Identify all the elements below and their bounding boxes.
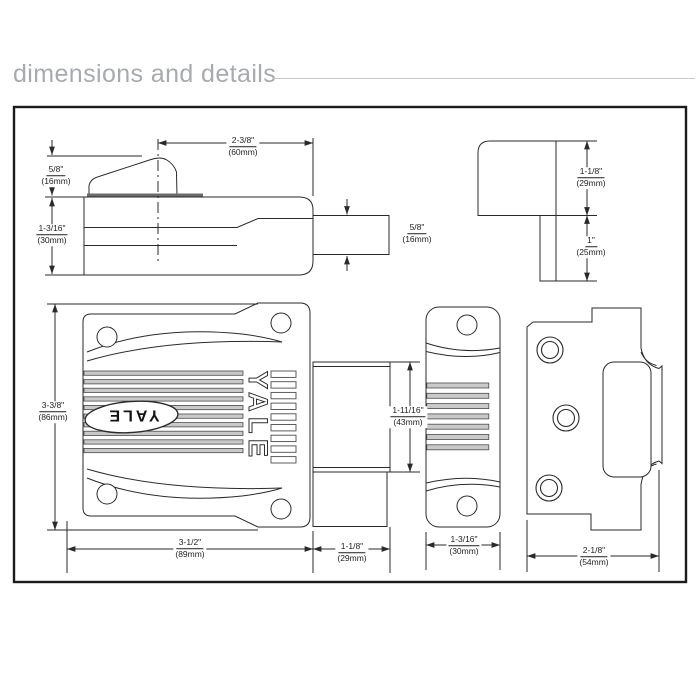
yale-logo-vertical: YALE: [243, 371, 273, 463]
case-detail-line: [84, 218, 313, 228]
dim-mm: (86mm): [38, 412, 68, 423]
dim-mm: (29mm): [576, 178, 606, 189]
lock-side-view: [45, 138, 390, 276]
dim-mm: (60mm): [228, 147, 258, 158]
screw-hole: [456, 314, 478, 336]
edge-strike-swoosh: [425, 477, 501, 484]
strike-lip-fold: [640, 351, 657, 366]
dim-inches: 1-3/16": [36, 223, 68, 236]
dim-mm: (89mm): [175, 549, 205, 560]
knob-base-plate: [87, 193, 203, 197]
dim-inches: 5/8": [46, 164, 66, 177]
dim-inches: 1-3/16": [448, 534, 480, 547]
strike-side-profile: [477, 140, 557, 282]
dim-label-edge-strike-width: 1-3/16" (30mm): [446, 534, 482, 557]
dim-inches: 5/8": [407, 222, 427, 235]
cover-swoosh-bottom: [86, 468, 283, 490]
dim-inches: 3-3/8": [39, 400, 67, 413]
edge-strike-swoosh: [425, 483, 501, 492]
page-title: dimensions and details: [13, 60, 277, 88]
dim-label-body-width: 3-1/2" (89mm): [173, 537, 207, 560]
dim-label-knob-height: 5/8" (16mm): [39, 164, 73, 187]
dim-mm: (16mm): [402, 234, 432, 245]
lock-front-view: YALE YALE: [47, 302, 420, 573]
screw-hole: [270, 498, 292, 520]
dim-label-strike-top-height: 1-1/8" (29mm): [574, 166, 608, 189]
screw-hole: [96, 326, 118, 348]
edge-strike-swoosh: [425, 351, 501, 357]
dim-label-bolt-housing-height: 1-11/16" (43mm): [388, 405, 428, 428]
yale-logo-thumbturn: YALE: [106, 407, 159, 424]
screw-hole: [456, 495, 478, 517]
dim-label-bolt-diameter: 5/8" (16mm): [400, 222, 434, 245]
dim-label-bolt-projection: 1-1/8" (29mm): [335, 541, 369, 564]
dim-label-top-width: 2-3/8" (60mm): [226, 135, 260, 158]
bolt-housing: [312, 361, 391, 473]
cover-swoosh-top: [86, 340, 283, 362]
dim-inches: 1": [585, 235, 597, 248]
dim-inches: 1-11/16": [390, 405, 426, 418]
dim-mm: (25mm): [576, 247, 606, 258]
dim-mm: (54mm): [579, 557, 609, 568]
cover-swoosh-bottom: [86, 477, 283, 499]
latch-opening: [602, 361, 652, 478]
ridge-bars-right: [270, 370, 297, 464]
edge-strike-swoosh: [425, 342, 501, 352]
cover-swoosh-top: [86, 331, 283, 353]
thumbturn-knob-profile: [88, 157, 178, 198]
thumbturn-oval: [84, 400, 179, 434]
dim-label-body-height: 3-3/8" (86mm): [36, 400, 70, 423]
dim-inches: 1-1/8": [338, 541, 366, 554]
dim-mm: (16mm): [41, 176, 71, 187]
dim-label-case-depth: 1-3/16" (30mm): [34, 223, 70, 246]
dim-mm: (30mm): [37, 235, 67, 246]
strike-plate-front-view: [526, 307, 663, 572]
header-rule: [272, 78, 695, 79]
dim-inches: 2-1/8": [580, 545, 608, 558]
dim-inches: 2-3/8": [229, 135, 257, 148]
bolt-profile: [312, 215, 390, 255]
ridge-bars-left: [83, 370, 244, 454]
dim-label-strike-leg-height: 1" (25mm): [574, 235, 608, 258]
edge-strike-ridges: [426, 382, 490, 451]
dim-label-strike-plate-width: 2-1/8" (54mm): [577, 545, 611, 568]
dim-mm: (30mm): [449, 546, 479, 557]
dim-mm: (29mm): [337, 553, 367, 564]
dim-inches: 3-1/2": [176, 537, 204, 550]
dim-mm: (43mm): [393, 417, 423, 428]
dim-inches: 1-1/8": [577, 166, 605, 179]
case-below-bolt: [312, 472, 388, 527]
strike-screw-holes: [535, 336, 580, 502]
screw-hole: [270, 312, 292, 334]
lock-case-profile: [83, 196, 314, 276]
screw-hole: [96, 483, 118, 505]
edge-strike-front-view: [425, 306, 501, 570]
